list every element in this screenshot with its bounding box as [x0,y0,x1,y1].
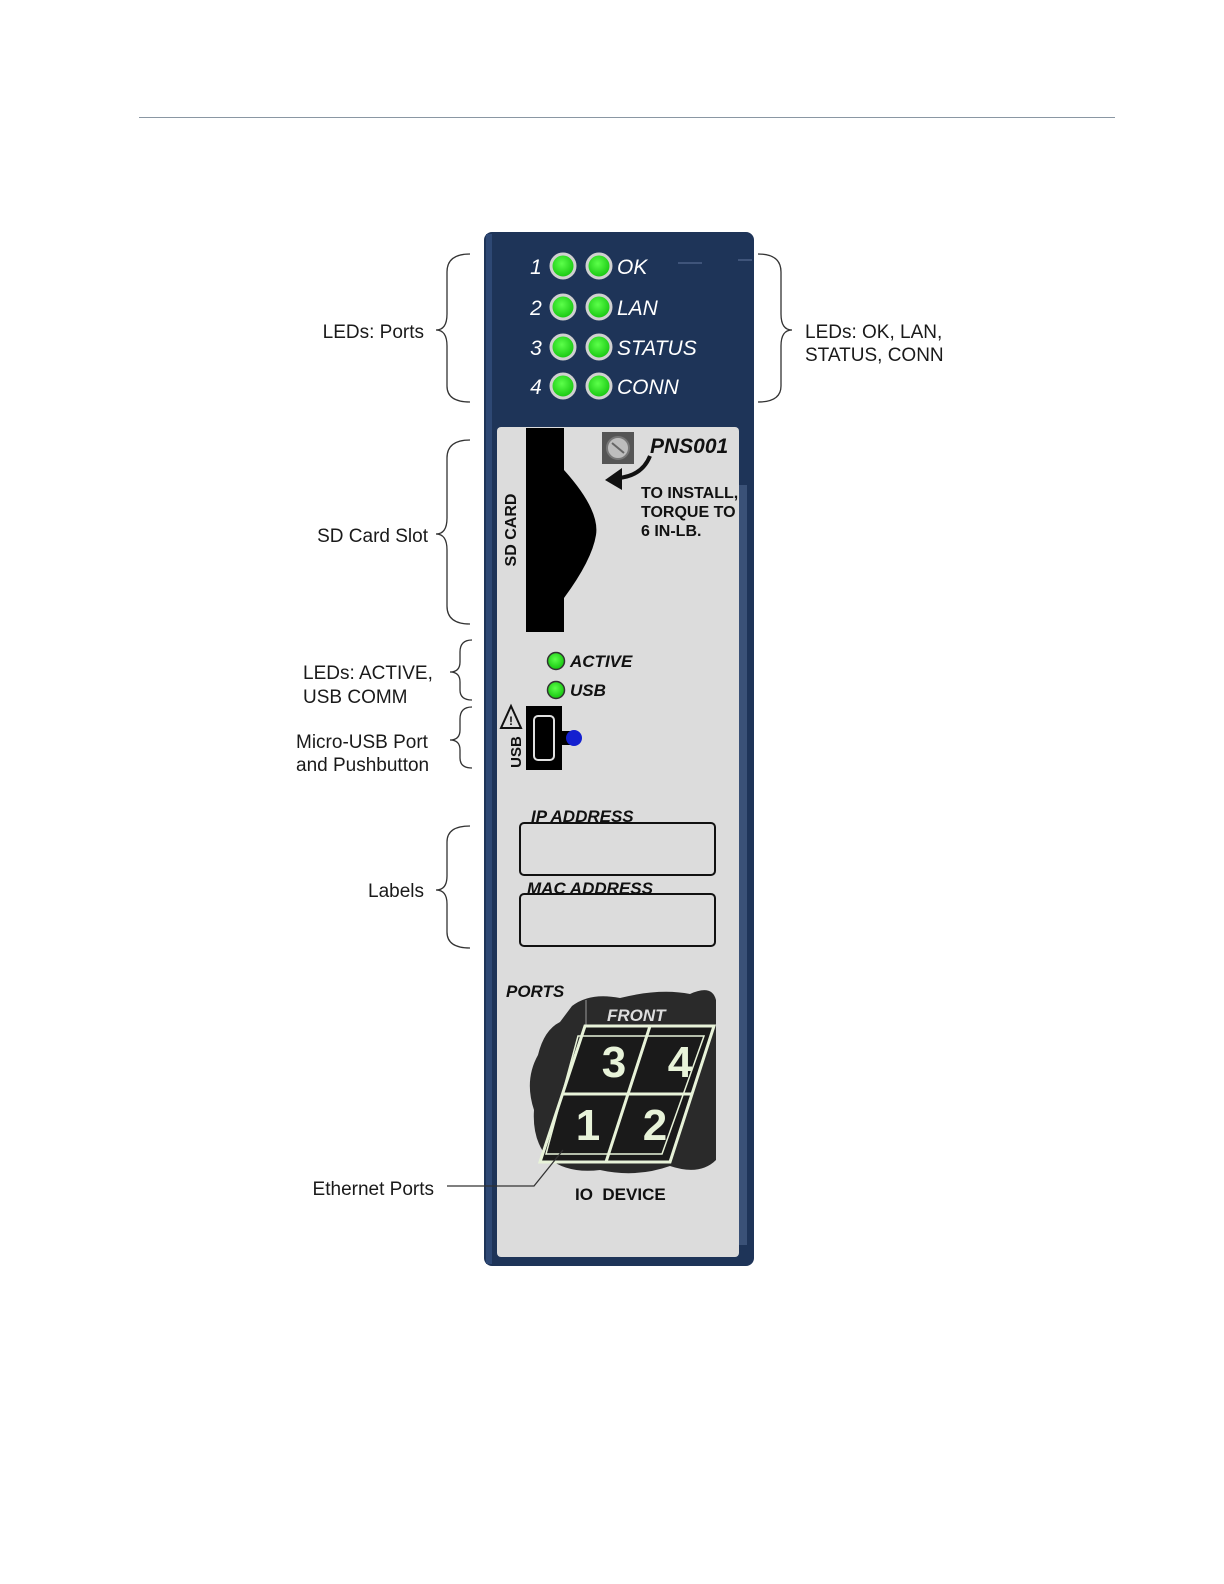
install-note-line-1: TO INSTALL, [641,485,738,502]
brace-sd-card [436,440,470,624]
port-led-label-4: 4 [530,376,542,399]
status-led [587,335,611,359]
front-label: FRONT [607,1006,667,1025]
callout-micro-usb-line-1: Micro-USB Port [296,732,429,753]
ok-led [587,254,611,278]
status-led-label: STATUS [617,337,697,360]
svg-text:!: ! [509,714,513,728]
port-number-2: 2 [643,1101,667,1150]
ok-led-label: OK [617,256,648,279]
usb-port-label: USB [508,736,525,768]
callout-sd-card-slot: SD Card Slot [317,526,429,547]
port-led-label-1: 1 [530,256,542,279]
pushbutton [566,730,582,746]
model-number: PNS001 [650,435,728,458]
brace-leds-ports [436,254,470,402]
usb-led [548,682,565,699]
ip-address-box [520,823,715,875]
ports-title: PORTS [506,982,565,1001]
callout-ethernet-ports: Ethernet Ports [313,1179,434,1200]
port-number-1: 1 [576,1101,600,1150]
callout-leds-ports: LEDs: Ports [323,322,424,343]
sd-card-label: SD CARD [503,494,520,567]
port-led-label-3: 3 [530,337,542,360]
callout-leds-active-line-2: USB COMM [303,687,408,708]
callout-leds-status-line-1: LEDs: OK, LAN, [805,322,942,343]
callout-leds-status-line-2: STATUS, CONN [805,345,944,366]
callout-micro-usb-line-2: and Pushbutton [296,755,429,776]
active-led-label: ACTIVE [569,652,633,671]
lan-led [587,295,611,319]
brace-active-usb [450,640,472,700]
mac-address-box [520,894,715,946]
usb-led-label: USB [570,681,606,700]
conn-led [587,374,611,398]
install-note-line-2: TORQUE TO [641,504,736,521]
port-led-3 [551,335,575,359]
install-note-line-3: 6 IN-LB. [641,523,701,540]
callout-labels: Labels [368,881,424,902]
active-led [548,653,565,670]
port-led-1 [551,254,575,278]
port-led-2 [551,295,575,319]
brace-micro-usb [450,707,472,768]
conn-led-label: CONN [617,376,680,399]
port-number-4: 4 [668,1038,693,1087]
lan-led-label: LAN [617,297,659,320]
brace-labels [436,826,470,948]
port-number-3: 3 [602,1038,626,1087]
port-led-label-2: 2 [529,297,542,320]
port-led-4 [551,374,575,398]
io-device-label: IO DEVICE [575,1185,666,1204]
callout-leds-active-line-1: LEDs: ACTIVE, [303,663,433,684]
brace-leds-status [758,254,792,402]
